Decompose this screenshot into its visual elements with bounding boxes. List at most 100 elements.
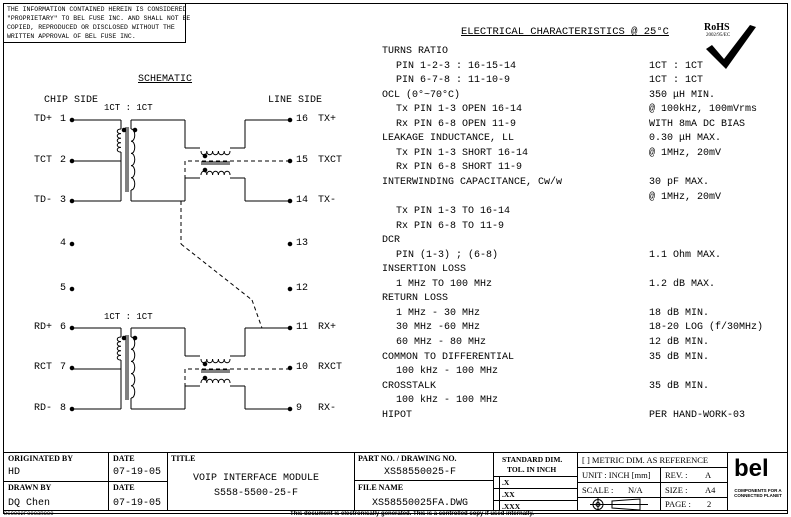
left-pin-label: TD+ [34, 114, 53, 125]
spec-value: WITH 8mA DC BIAS [649, 118, 746, 130]
left-pin-number: 1 [60, 114, 67, 125]
spec-label: DCR [382, 235, 401, 247]
spec-value: 35 dB MIN. [649, 380, 710, 392]
spec-title: ELECTRICAL CHARACTERISTICS @ 25°C [461, 26, 669, 38]
turns-ratio-bottom: 1CT : 1CT [104, 312, 153, 322]
spec-label: 100 kHz - 100 MHz [396, 366, 499, 378]
right-pin-label: TX- [318, 195, 337, 206]
bel-logo-text: bel [734, 455, 769, 482]
spec-value: 18-20 LOG (f/30MHz) [649, 322, 764, 334]
spec-label: CROSSTALK [382, 380, 437, 392]
spec-label: Rx PIN 6-8 SHORT 11-9 [396, 162, 523, 174]
spec-label: PIN 1-2-3 : 16-15-14 [396, 60, 517, 72]
right-pin-label: RX+ [318, 322, 337, 333]
file-name-label: FILE NAME [358, 483, 404, 492]
spec-label: INSERTION LOSS [382, 264, 467, 276]
left-pin-label: TD- [34, 195, 53, 206]
spec-label: Rx PIN 6-8 TO 11-9 [396, 220, 505, 232]
spec-value: 0.30 μH MAX. [649, 133, 722, 145]
divider [577, 482, 727, 483]
size-value: A4 [705, 485, 716, 495]
spec-value: 35 dB MIN. [649, 351, 710, 363]
notice-line: "PROPRIETARY" TO BEL FUSE INC. AND SHALL… [7, 15, 191, 22]
bel-logo-sub: COMPONENTS FOR A CONNECTED PLANET [734, 488, 782, 498]
spec-label: 1 MHz - 30 MHz [396, 307, 481, 319]
title-line-2: S558-5500-25-F [214, 488, 299, 499]
divider [577, 467, 727, 468]
left-pin-number: 3 [60, 195, 67, 206]
rohs-logo: RoHS 2002/95/EC [700, 21, 760, 71]
divider [493, 476, 577, 477]
line-side-label: LINE SIDE [268, 95, 323, 106]
spec-value: 1.2 dB MAX. [649, 278, 716, 290]
spec-value: PER HAND-WORK-03 [649, 409, 746, 421]
right-pin-label: TX+ [318, 114, 337, 125]
left-pin-number: 2 [60, 155, 67, 166]
divider [3, 481, 167, 482]
left-pin-label: RD+ [34, 322, 53, 333]
right-pin-number: 15 [296, 155, 309, 166]
divider [493, 500, 577, 501]
rohs-title: RoHS [704, 22, 730, 33]
divider [493, 452, 494, 510]
spec-label: 1 MHz TO 100 MHz [396, 278, 493, 290]
originated-by: HD [8, 467, 21, 478]
left-pin-label: TCT [34, 155, 53, 166]
footer-line [3, 510, 788, 511]
schematic-title: SCHEMATIC [138, 74, 193, 85]
drawn-by: DQ Chen [8, 498, 51, 509]
originated-date: 07-19-05 [113, 467, 162, 478]
right-pin-label: RXCT [318, 362, 343, 373]
left-pin-number: 5 [60, 283, 67, 294]
title-line-1: VOIP INTERFACE MODULE [193, 473, 320, 484]
spec-label: OCL (0°~70°C) [382, 89, 461, 101]
divider [727, 452, 728, 510]
spec-value: @ 1MHz, 20mV [649, 147, 722, 159]
spec-value: @ 1MHz, 20mV [649, 191, 722, 203]
tol-xxx: .XXX [502, 502, 521, 511]
right-pin-number: 13 [296, 238, 309, 249]
right-pin-number: 9 [296, 403, 303, 414]
tol-xx: .XX [502, 490, 515, 499]
size-label: SIZE : [665, 485, 688, 495]
spec-label: LEAKAGE INDUCTANCE, LL [382, 133, 515, 145]
originated-by-label: ORIGINATED BY [8, 454, 73, 463]
proprietary-notice: THE INFORMATION CONTAINED HEREIN IS CONS… [3, 3, 190, 43]
doc-code: DC0002F0003R000 [4, 510, 54, 517]
left-pin-number: 4 [60, 238, 67, 249]
spec-value: 1CT : 1CT [649, 60, 704, 72]
spec-value: 1.1 Ohm MAX. [649, 249, 722, 261]
divider [493, 488, 577, 489]
spec-value: 18 dB MIN. [649, 307, 710, 319]
footer-note: This document is electronically generate… [290, 511, 534, 517]
notice-line: WRITTEN APPROVAL OF BEL FUSE INC. [7, 33, 136, 40]
right-pin-label: RX- [318, 403, 337, 414]
projection-symbol-icon [590, 498, 648, 511]
spec-value: 12 dB MIN. [649, 337, 710, 348]
tol-x: .X [502, 478, 510, 487]
right-pin-number: 11 [296, 322, 309, 333]
spec-value: 1CT : 1CT [649, 75, 704, 87]
left-pin-label: RCT [34, 362, 53, 373]
spec-label: RETURN LOSS [382, 293, 449, 305]
date-label: DATE [113, 454, 135, 463]
spec-label: 100 kHz - 100 MHz [396, 395, 499, 407]
spec-label: PIN 6-7-8 : 11-10-9 [396, 75, 511, 87]
checkmark-icon [706, 25, 756, 69]
drawing-border [3, 3, 788, 514]
title-block-top [3, 452, 788, 453]
spec-label: INTERWINDING CAPACITANCE, Cw/w [382, 176, 563, 188]
tol-label: TOL. IN INCH [507, 465, 557, 474]
file-name: XS58550025FA.DWG [372, 498, 469, 509]
page-label: PAGE : [665, 499, 691, 509]
left-pin-number: 7 [60, 362, 67, 373]
spec-value: 350 μH MIN. [649, 89, 716, 101]
metric-label: [ ] METRIC DIM. AS REFERENCE [582, 455, 709, 465]
turns-ratio-top: 1CT : 1CT [104, 103, 153, 113]
rohs-subtitle: 2002/95/EC [706, 33, 731, 38]
notice-line: COPIED, REPRODUCED OR DISCLOSED WITHOUT … [7, 24, 175, 31]
scale-value: N/A [628, 485, 643, 495]
spec-label: Tx PIN 1-3 TO 16-14 [396, 206, 511, 218]
left-pin-label: RD- [34, 403, 53, 414]
